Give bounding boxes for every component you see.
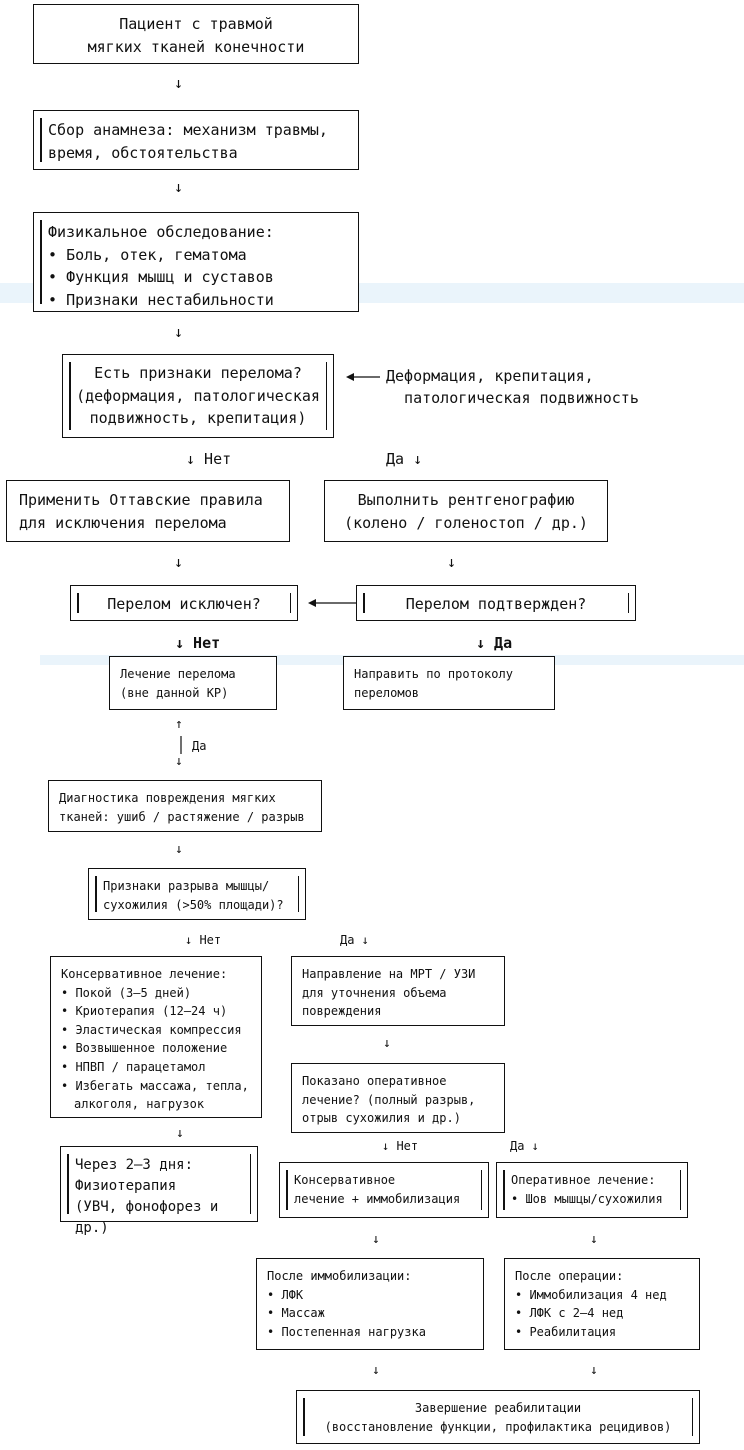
fracture-signs-decision: Есть признаки перелома? (деформация, пат…	[62, 354, 334, 438]
list-item: Массаж	[267, 1304, 473, 1323]
arrow-down-icon: ↓	[590, 1232, 598, 1247]
fracture-confirmed-arrow-head	[308, 599, 316, 607]
after-surgery-title: После операции:	[515, 1269, 624, 1283]
arrow-down-icon: ↓	[174, 178, 184, 196]
label-no: ↓ Нет	[175, 634, 221, 652]
patient-node: Пациент с травмой мягких тканей конечнос…	[33, 4, 359, 64]
label-no: ↓ Нет	[185, 933, 222, 947]
arrow-down-icon: ↓	[176, 1126, 184, 1141]
physiotherapy-node: Через 2–3 дня: Физиотерапия (УВЧ, фонофо…	[60, 1146, 258, 1236]
arrow-down-icon: ↓	[590, 1363, 598, 1378]
label-no: ↓ Нет	[186, 450, 232, 468]
mri-referral-node: Направление на МРТ / УЗИ для уточнения о…	[291, 956, 505, 1026]
label-yes: Да ↓	[510, 1139, 539, 1153]
anamnesis-node: Сбор анамнеза: механизм травмы, время, о…	[33, 110, 359, 170]
surgery-indicated-decision: Показано оперативное лечение? (полный ра…	[291, 1063, 505, 1133]
label-yes: Да	[192, 739, 207, 753]
list-item: Боль, отек, гематома	[48, 244, 348, 267]
after-immobilization-node: После иммобилизации: ЛФК Массаж Постепен…	[256, 1258, 484, 1350]
list-item: Криотерапия (12–24 ч)	[61, 1002, 251, 1021]
list-item: Эластическая компрессия	[61, 1021, 251, 1040]
list-item: Иммобилизация 4 нед	[515, 1286, 689, 1305]
label-yes: ↓ Да	[476, 634, 513, 652]
list-item: Избегать массажа, тепла,	[61, 1077, 251, 1096]
arrow-down-icon: ↓	[174, 323, 184, 341]
list-item: ЛФК с 2–4 нед	[515, 1304, 689, 1323]
list-item: Реабилитация	[515, 1323, 689, 1342]
arrow-down-icon: ↓	[383, 1036, 391, 1051]
after-surgery-node: После операции: Иммобилизация 4 нед ЛФК …	[504, 1258, 700, 1350]
xray-node: Выполнить рентгенографию (колено / голен…	[324, 480, 608, 542]
arrow-down-icon: ↓	[174, 553, 184, 571]
arrow-up-icon: ↑	[175, 717, 183, 732]
arrow-down-icon: ↓	[174, 74, 184, 92]
conservative-treatment-list: Покой (3–5 дней) Криотерапия (12–24 ч) Э…	[61, 984, 251, 1096]
fracture-protocol-node: Направить по протоколу переломов	[343, 656, 555, 710]
physical-exam-title: Физикальное обследование:	[48, 223, 274, 241]
physical-exam-node: Физикальное обследование: Боль, отек, ге…	[33, 212, 359, 312]
arrow-down-icon: ↓	[447, 553, 457, 571]
surgical-treatment-node: Оперативное лечение: Шов мышцы/сухожилия	[496, 1162, 688, 1218]
arrow-down-icon: ↓	[175, 754, 183, 769]
list-item: Возвышенное положение	[61, 1039, 251, 1058]
label-no: ↓ Нет	[382, 1139, 419, 1153]
physical-exam-list: Боль, отек, гематома Функция мышц и суст…	[48, 244, 348, 312]
list-item: Функция мышц и суставов	[48, 266, 348, 289]
list-item: Признаки нестабильности	[48, 289, 348, 312]
surgical-treatment-list: Шов мышцы/сухожилия	[511, 1190, 677, 1209]
list-item: ЛФК	[267, 1286, 473, 1305]
conservative-treatment-tail: алкоголя, нагрузок	[74, 1097, 205, 1112]
fracture-confirmed-decision: Перелом подтвержден?	[356, 585, 636, 621]
fracture-treatment-node: Лечение перелома (вне данной КР)	[109, 656, 277, 710]
fracture-signs-note: Деформация, крепитация, патологическая п…	[386, 367, 639, 407]
list-item: Шов мышцы/сухожилия	[511, 1190, 677, 1209]
arrow-down-icon: ↓	[372, 1363, 380, 1378]
after-immobilization-list: ЛФК Массаж Постепенная нагрузка	[267, 1286, 473, 1342]
label-yes: Да ↓	[386, 450, 423, 468]
conservative-immobilization-node: Консервативное лечение + иммобилизация	[279, 1162, 489, 1218]
ottawa-rules-node: Применить Оттавские правила для исключен…	[6, 480, 290, 542]
arrow-down-icon: ↓	[175, 842, 183, 857]
arrow-down-icon: ↓	[372, 1232, 380, 1247]
conservative-treatment-node: Консервативное лечение: Покой (3–5 дней)…	[50, 956, 262, 1118]
list-item: Покой (3–5 дней)	[61, 984, 251, 1003]
after-immobilization-title: После иммобилизации:	[267, 1269, 412, 1283]
rupture-signs-decision: Признаки разрыва мышцы/ сухожилия (>50% …	[88, 868, 306, 920]
note-arrow-head	[346, 373, 354, 381]
list-item: НПВП / парацетамол	[61, 1058, 251, 1077]
conservative-treatment-title: Консервативное лечение:	[61, 967, 228, 981]
list-item: Постепенная нагрузка	[267, 1323, 473, 1342]
label-yes: Да ↓	[340, 933, 369, 947]
soft-tissue-diagnosis-node: Диагностика повреждения мягких тканей: у…	[48, 780, 322, 832]
rehabilitation-complete-node: Завершение реабилитации (восстановление …	[296, 1390, 700, 1444]
fracture-excluded-decision: Перелом исключен?	[70, 585, 298, 621]
surgical-treatment-title: Оперативное лечение:	[511, 1173, 656, 1187]
after-surgery-list: Иммобилизация 4 нед ЛФК с 2–4 нед Реабил…	[515, 1286, 689, 1342]
